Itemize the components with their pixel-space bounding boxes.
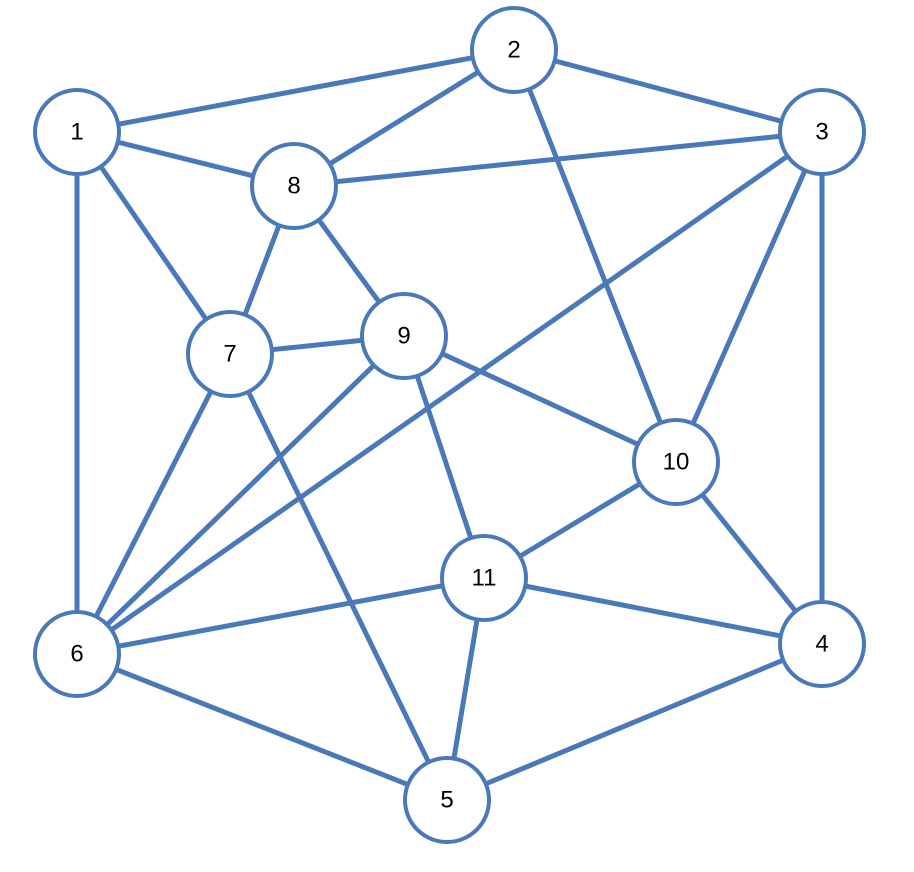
node-2: 2	[470, 6, 558, 94]
edge-6-11	[74, 575, 487, 657]
edge-5-6	[74, 651, 450, 803]
node-6: 6	[33, 610, 121, 698]
node-label-10: 10	[663, 449, 690, 476]
node-label-6: 6	[70, 641, 83, 668]
node-label-4: 4	[815, 631, 828, 658]
edge-2-10	[511, 47, 679, 465]
edge-9-10	[401, 333, 679, 465]
node-circle-6	[33, 610, 121, 698]
node-7: 7	[186, 310, 274, 398]
node-circle-11	[440, 534, 528, 622]
node-9: 9	[360, 292, 448, 380]
edge-1-2	[74, 47, 517, 135]
node-circle-5	[403, 756, 491, 844]
node-label-1: 1	[70, 119, 83, 146]
node-8: 8	[250, 142, 338, 230]
node-circle-4	[778, 600, 866, 688]
node-circle-7	[186, 310, 274, 398]
node-circle-1	[33, 88, 121, 176]
node-circle-9	[360, 292, 448, 380]
nodes-layer: 1 2 3 4 5 6 7 8 9 10 11	[33, 6, 866, 844]
node-1: 1	[33, 88, 121, 176]
edge-3-10	[673, 129, 825, 465]
node-3: 3	[778, 88, 866, 176]
node-label-7: 7	[223, 341, 236, 368]
edge-3-6	[74, 129, 825, 657]
edge-4-5	[444, 641, 825, 803]
edge-4-11	[481, 575, 825, 647]
edge-2-3	[511, 47, 825, 135]
edges-layer	[74, 47, 825, 803]
node-label-9: 9	[397, 323, 410, 350]
edge-3-8	[291, 129, 825, 189]
node-circle-3	[778, 88, 866, 176]
node-circle-8	[250, 142, 338, 230]
edge-6-7	[74, 351, 233, 657]
node-4: 4	[778, 600, 866, 688]
node-5: 5	[403, 756, 491, 844]
node-label-2: 2	[507, 37, 520, 64]
node-10: 10	[632, 418, 720, 506]
node-circle-2	[470, 6, 558, 94]
node-label-8: 8	[287, 173, 300, 200]
node-label-11: 11	[472, 565, 497, 592]
node-label-5: 5	[440, 787, 453, 814]
node-label-3: 3	[815, 119, 828, 146]
node-circle-10	[632, 418, 720, 506]
edge-6-9	[74, 333, 407, 657]
edge-1-7	[74, 129, 233, 357]
edge-5-7	[227, 351, 450, 803]
node-11: 11	[440, 534, 528, 622]
